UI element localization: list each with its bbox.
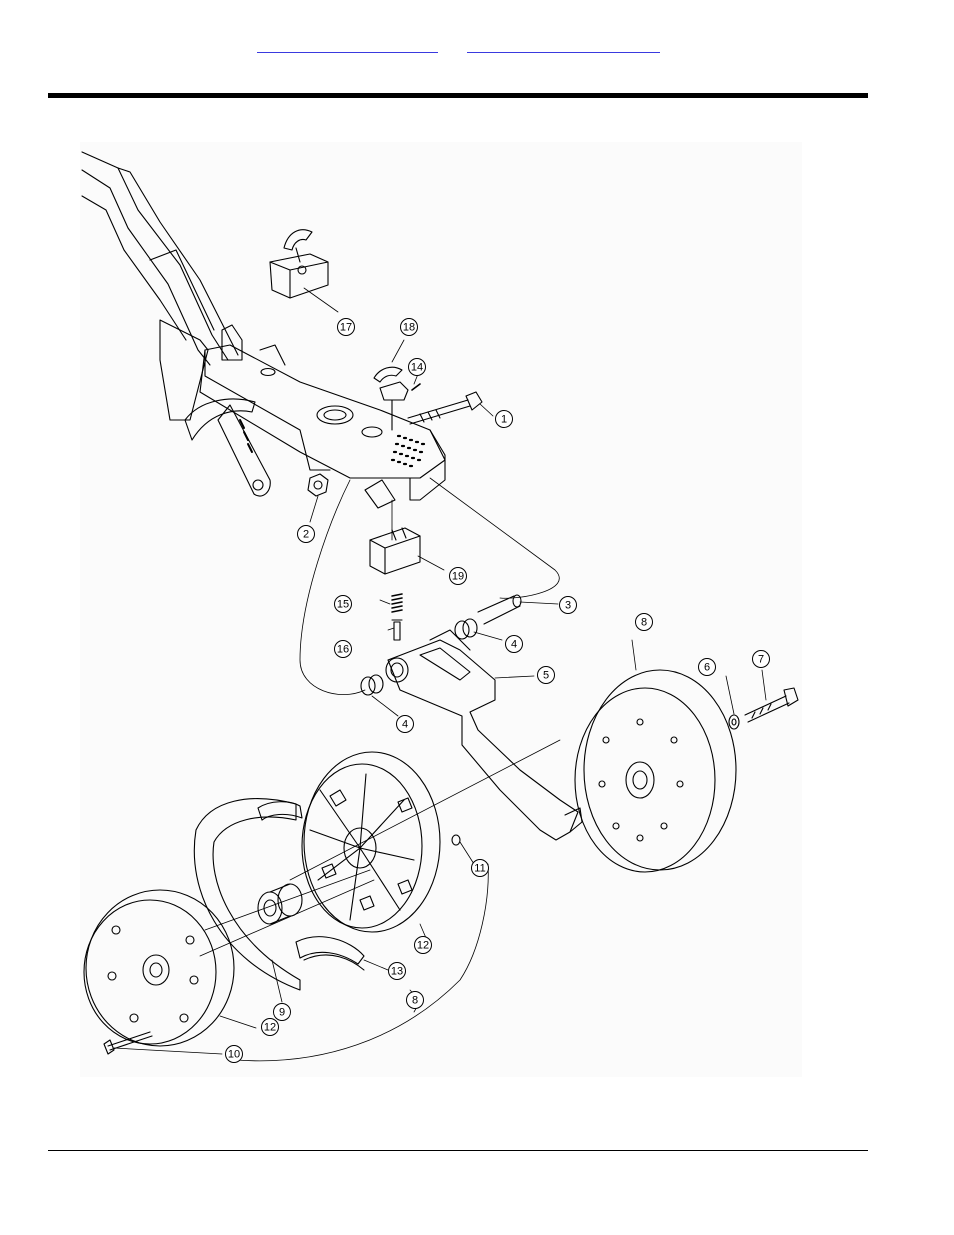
callout-label: 10: [228, 1049, 240, 1061]
bolt-7: [745, 688, 798, 722]
gauge-wheel-right: [575, 670, 736, 872]
callout-label: 8: [412, 995, 418, 1007]
callout-label: 5: [543, 670, 549, 682]
callout-label: 14: [411, 362, 423, 374]
callout-label: 2: [303, 529, 309, 541]
callout-label: 19: [452, 571, 464, 583]
hub-9: [258, 884, 302, 924]
handle-lock-17: [270, 230, 328, 298]
bushing-4-upper: [455, 619, 477, 639]
callout-c14: 14: [409, 359, 426, 376]
shank-arm: [82, 152, 238, 420]
block-19: [370, 528, 420, 574]
callout-label: 15: [337, 599, 349, 611]
callout-label: 12: [417, 940, 429, 952]
depth-arm: [185, 399, 270, 496]
callout-c12b: 12: [262, 1019, 279, 1036]
callout-label: 6: [704, 662, 710, 674]
callout-c13: 13: [389, 963, 406, 980]
callout-label: 4: [511, 639, 517, 651]
callout-c9: 9: [274, 1004, 291, 1021]
callout-label: 7: [758, 654, 764, 666]
bolt-1: [408, 392, 482, 424]
washer-11: [452, 835, 460, 845]
wheel-rim-12-inner: [302, 752, 440, 932]
callout-c1: 1: [496, 411, 513, 428]
axle-pin-3: [478, 595, 521, 624]
callout-label: 3: [565, 600, 571, 612]
callout-c7: 7: [753, 651, 770, 668]
callout-c12a: 12: [415, 937, 432, 954]
callout-label: 16: [337, 644, 349, 656]
callout-c16: 16: [335, 641, 352, 658]
callout-label: 12: [264, 1022, 276, 1034]
callout-c4a: 4: [506, 636, 523, 653]
callout-label: 8: [641, 617, 647, 629]
washer-6: [729, 715, 739, 729]
callout-label: 13: [391, 966, 403, 978]
spring-15: [392, 594, 402, 612]
callout-c10: 10: [226, 1046, 243, 1063]
callout-c6: 6: [699, 659, 716, 676]
callout-c17: 17: [338, 319, 355, 336]
nut-2: [308, 474, 328, 496]
pin-16: [392, 620, 402, 640]
callout-c11: 11: [472, 860, 489, 877]
callout-c19: 19: [450, 568, 467, 585]
callout-label: 17: [340, 322, 352, 334]
callout-label: 18: [403, 322, 415, 334]
handle-lock-18: [374, 367, 408, 430]
wheel-rim-12-outer: [84, 890, 234, 1046]
callout-c2: 2: [298, 526, 315, 543]
pin-14: [412, 384, 420, 390]
callout-label: 4: [402, 719, 408, 731]
callout-label: 11: [474, 863, 485, 875]
footer-rule: [48, 1150, 868, 1151]
callout-label: 1: [501, 414, 507, 426]
callout-c8a: 8: [636, 614, 653, 631]
callout-label: 9: [279, 1007, 285, 1019]
callout-c8b: 8: [407, 992, 424, 1009]
callout-c15: 15: [335, 596, 352, 613]
bolt-10: [104, 1032, 152, 1054]
callout-c4b: 4: [397, 716, 414, 733]
callout-c3: 3: [560, 597, 577, 614]
callout-c5: 5: [538, 667, 555, 684]
callout-c18: 18: [401, 319, 418, 336]
bushing-4-lower: [361, 675, 383, 695]
